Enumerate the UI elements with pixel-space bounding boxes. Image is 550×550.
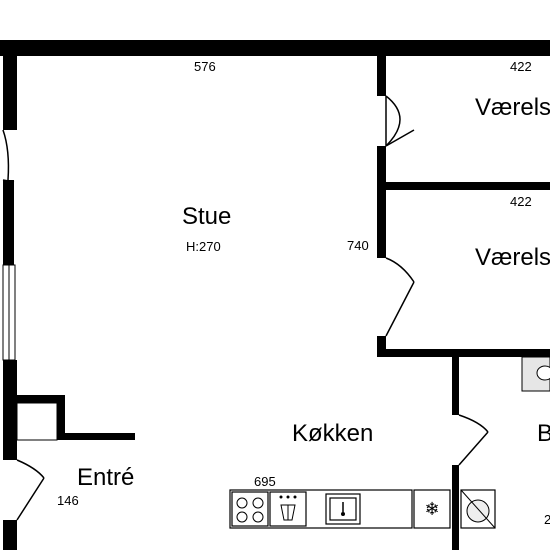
dimension-entry-width: 146 xyxy=(57,493,79,508)
room-height-stue: H:270 xyxy=(186,239,221,254)
wall-bedroom-west-middle xyxy=(377,146,386,258)
dimension-kitchen-length: 695 xyxy=(254,474,276,489)
room-label-bedroom-middle: Værelse xyxy=(475,244,550,271)
wall-closet-ledge xyxy=(57,433,135,440)
dimension-stue-depth: 740 xyxy=(347,238,369,253)
washbasin-icon xyxy=(521,356,550,392)
wall-left-middle xyxy=(3,180,14,265)
sink-icon xyxy=(325,493,361,525)
room-label-bedroom-top: Værelse xyxy=(475,94,550,121)
wall-bath-west-lower xyxy=(452,465,459,550)
dimension-bath-width: 2 xyxy=(544,512,550,527)
wall-bedroom-west-upper xyxy=(377,56,386,96)
stove-icon xyxy=(231,491,269,527)
room-label-stue: Stue xyxy=(182,203,231,230)
dimension-bedroom-middle-width: 422 xyxy=(510,194,532,209)
closet xyxy=(16,402,58,441)
wall-closet-top xyxy=(17,395,65,403)
wall-left-lower xyxy=(3,360,17,460)
door-bedroom-middle[interactable] xyxy=(385,257,415,337)
wall-left-upper xyxy=(3,40,17,130)
window-left xyxy=(2,264,16,361)
wall-closet-right xyxy=(57,395,65,440)
room-label-bath: Bad xyxy=(537,420,550,447)
door-bedroom-top[interactable] xyxy=(385,95,415,147)
dimension-stue-width: 576 xyxy=(194,59,216,74)
wall-bedroom-bottom xyxy=(377,349,550,357)
dimension-bedroom-top-width: 422 xyxy=(510,59,532,74)
wall-top xyxy=(0,40,550,56)
washing-machine-icon xyxy=(460,489,496,529)
wall-bedroom-divider xyxy=(386,182,550,190)
room-label-kitchen: Køkken xyxy=(292,420,373,447)
wall-bath-west-upper xyxy=(452,357,459,415)
door-bathroom[interactable] xyxy=(458,414,489,466)
svg-text:❄: ❄ xyxy=(424,499,439,520)
door-entry[interactable] xyxy=(16,459,45,521)
dishwasher-icon xyxy=(269,491,307,527)
room-label-entry: Entré xyxy=(77,464,134,491)
wall-bedroom-west-lower xyxy=(377,336,386,356)
door-left-side[interactable] xyxy=(2,129,15,183)
wall-left-bottom xyxy=(3,520,17,550)
fridge-freezer-icon: ❄ xyxy=(413,489,451,529)
